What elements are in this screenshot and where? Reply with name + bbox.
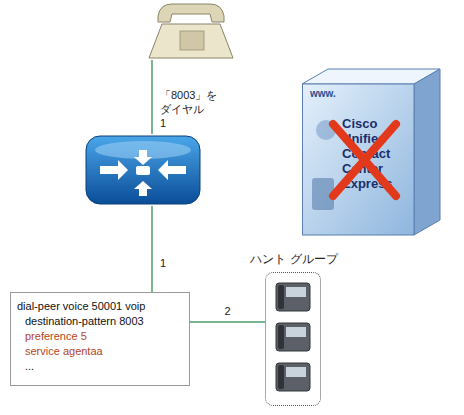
connector-line (190, 321, 265, 323)
config-line: destination-pattern 8003 (17, 314, 183, 329)
router-arrow (134, 181, 152, 196)
product-name: Cisco Unified Contact Center Express (342, 116, 414, 191)
ip-phone-body (276, 363, 310, 391)
ip-phone-body (276, 283, 310, 311)
step-note: 「8003」を ダイヤル (160, 88, 222, 116)
signal-line (151, 206, 153, 292)
phone-body (149, 24, 233, 58)
ip-phone-screen (286, 287, 306, 297)
box-decoration (316, 120, 336, 140)
callout-number: 2 (218, 304, 238, 318)
ip-phone-handset (278, 285, 284, 309)
config-line: dial-peer voice 50001 voip (17, 299, 183, 314)
config-line: preference 5 (17, 329, 183, 344)
router-arrow (158, 160, 186, 180)
desk-phone (149, 4, 233, 58)
callout-number: 1 (160, 116, 174, 130)
product-box: www. Cisco Unified Contact Center Express (302, 68, 442, 236)
config-line: ... (17, 359, 183, 374)
ip-phone-handset (278, 325, 284, 349)
ip-phone-body (276, 323, 310, 351)
callout-number: 1 (160, 256, 174, 270)
ip-phone (276, 363, 310, 391)
cross-stroke (333, 124, 396, 196)
config-box: dial-peer voice 50001 voipdestination-pa… (10, 292, 190, 386)
phone-keypad (180, 31, 204, 50)
config-line: service agentaa (17, 344, 183, 359)
box-side-face (414, 69, 440, 235)
router-phone-icon (136, 166, 150, 175)
signal-line (151, 60, 153, 134)
ip-phone-screen (286, 327, 306, 337)
ip-phone (276, 323, 310, 351)
url-text: www. (310, 88, 336, 99)
ip-phone-handset (278, 365, 284, 389)
ip-phone-screen (286, 367, 306, 377)
router-body (86, 136, 200, 204)
router-arrow (134, 150, 152, 165)
voice-router (86, 136, 200, 204)
box-decoration (312, 178, 334, 210)
hunt-group-box: ハント グループ (265, 272, 321, 406)
box-front-face (303, 84, 415, 235)
router-arrow (100, 160, 128, 180)
phone-handset (158, 4, 224, 22)
ip-phone (276, 283, 310, 311)
cross-stroke (333, 124, 396, 196)
group-heading: ハント グループ (236, 251, 352, 268)
